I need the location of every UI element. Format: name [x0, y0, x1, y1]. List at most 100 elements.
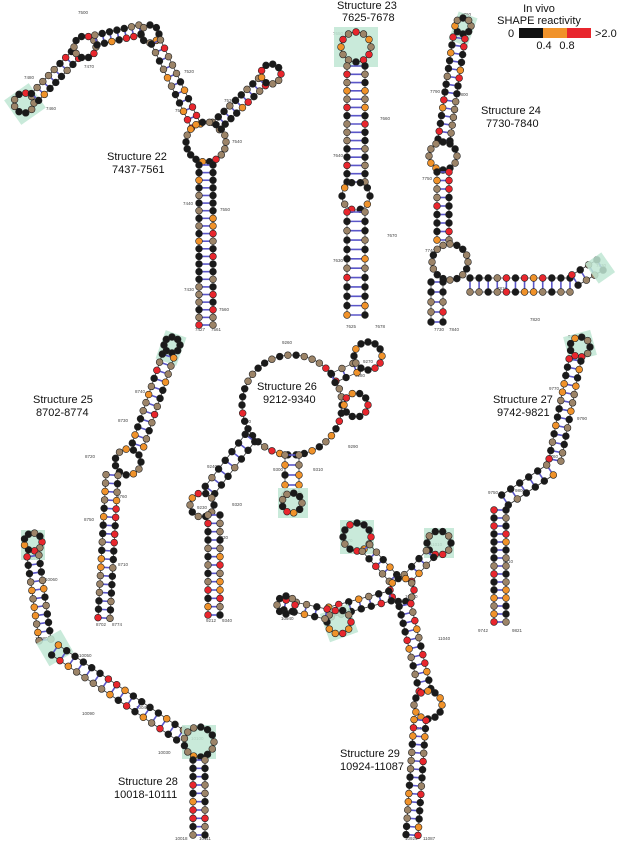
- structure-25-name: Structure 25: [33, 394, 93, 406]
- nucleotide: [308, 447, 316, 455]
- nucleotide: [129, 470, 138, 478]
- tick-label: 10090: [82, 711, 95, 716]
- nucleotide: [248, 370, 257, 378]
- nucleotide: [563, 424, 572, 432]
- nucleotide: [552, 421, 560, 430]
- nucleotide: [576, 266, 584, 274]
- nucleotide: [112, 505, 120, 513]
- nucleotide: [490, 562, 498, 570]
- nucleotide: [431, 713, 439, 721]
- nucleotide: [224, 472, 232, 481]
- nucleotide: [281, 481, 289, 489]
- nucleotide: [192, 120, 200, 129]
- nucleotide: [217, 481, 226, 489]
- nucleotide: [105, 28, 114, 36]
- nucleotide: [524, 473, 533, 481]
- tick-label: 7470: [84, 64, 95, 69]
- nucleotide: [278, 495, 287, 504]
- nucleotide: [401, 628, 409, 636]
- tick-label: 7820: [530, 317, 541, 322]
- nucleotide: [56, 59, 64, 68]
- nucleotide: [445, 546, 453, 554]
- nucleotide: [192, 111, 201, 120]
- nucleotide: [436, 119, 445, 128]
- nucleotide: [209, 252, 217, 261]
- nucleotide: [462, 251, 471, 259]
- nucleotide: [348, 389, 356, 398]
- nucleotide: [439, 308, 447, 316]
- tick-label: 7500: [78, 10, 89, 15]
- nucleotide: [511, 288, 520, 296]
- nucleotide: [560, 380, 568, 388]
- tick-label: 10018: [175, 836, 188, 841]
- nucleotide: [288, 607, 297, 616]
- nucleotide: [350, 352, 358, 360]
- nucleotide: [386, 563, 394, 571]
- tick-label: 9790: [577, 416, 588, 421]
- nucleotide: [490, 602, 498, 610]
- nucleotide: [142, 398, 150, 407]
- nucleotide: [402, 822, 411, 831]
- nucleotide: [159, 65, 168, 74]
- tick-label: 7750: [422, 176, 433, 181]
- nucleotide: [343, 78, 351, 87]
- nucleotide: [343, 208, 351, 216]
- nucleotide: [388, 579, 396, 587]
- nucleotide: [96, 580, 104, 588]
- nucleotide: [459, 271, 467, 279]
- nucleotide: [182, 138, 190, 146]
- nucleotide: [148, 418, 156, 427]
- nucleotide: [343, 161, 351, 170]
- nucleotide: [439, 318, 447, 326]
- nucleotide: [315, 359, 324, 367]
- nucleotide: [433, 236, 441, 244]
- nucleotide: [36, 559, 44, 568]
- nucleotide: [98, 538, 106, 546]
- nucleotide: [464, 258, 472, 266]
- nucleotide: [575, 365, 583, 374]
- nucleotide: [209, 275, 217, 283]
- tick-label: 10040: [136, 705, 149, 710]
- nucleotide: [216, 536, 224, 544]
- nucleotide: [113, 681, 121, 689]
- nucleotide: [262, 61, 270, 70]
- nucleotide: [228, 447, 236, 456]
- nucleotide: [77, 53, 86, 62]
- nucleotide: [377, 599, 385, 608]
- nucleotide: [356, 412, 364, 421]
- nucleotide: [361, 161, 369, 170]
- nucleotide: [361, 103, 369, 112]
- nucleotide: [72, 49, 80, 58]
- nucleotide: [109, 555, 117, 564]
- nucleotide: [365, 555, 373, 563]
- nucleotide: [160, 44, 169, 52]
- structure-22-diagram: [4, 21, 285, 329]
- nucleotide: [325, 625, 333, 633]
- nucleotide: [63, 647, 71, 655]
- nucleotide: [548, 274, 556, 282]
- nucleotide: [268, 355, 276, 363]
- nucleotide: [455, 74, 463, 82]
- tick-label: 7730: [434, 327, 445, 332]
- structure-29-range: 10924-11087: [340, 761, 404, 773]
- nucleotide: [365, 35, 373, 44]
- nucleotide: [542, 461, 551, 469]
- nucleotide: [452, 97, 460, 106]
- structure-28-diagram: [20, 529, 218, 839]
- nucleotide: [277, 70, 285, 78]
- nucleotide: [281, 471, 289, 479]
- nucleotide: [40, 90, 49, 99]
- nucleotide: [108, 572, 117, 580]
- nucleotide: [539, 274, 547, 282]
- nucleotide: [184, 728, 192, 736]
- nucleotide: [156, 36, 165, 44]
- nucleotide: [150, 374, 158, 383]
- nucleotide: [540, 477, 549, 485]
- nucleotide: [24, 530, 33, 538]
- nucleotide: [188, 508, 196, 516]
- nucleotide: [571, 334, 579, 343]
- nucleotide: [493, 288, 501, 296]
- nucleotide: [110, 547, 118, 555]
- nucleotide: [405, 781, 414, 789]
- nucleotide: [407, 653, 415, 662]
